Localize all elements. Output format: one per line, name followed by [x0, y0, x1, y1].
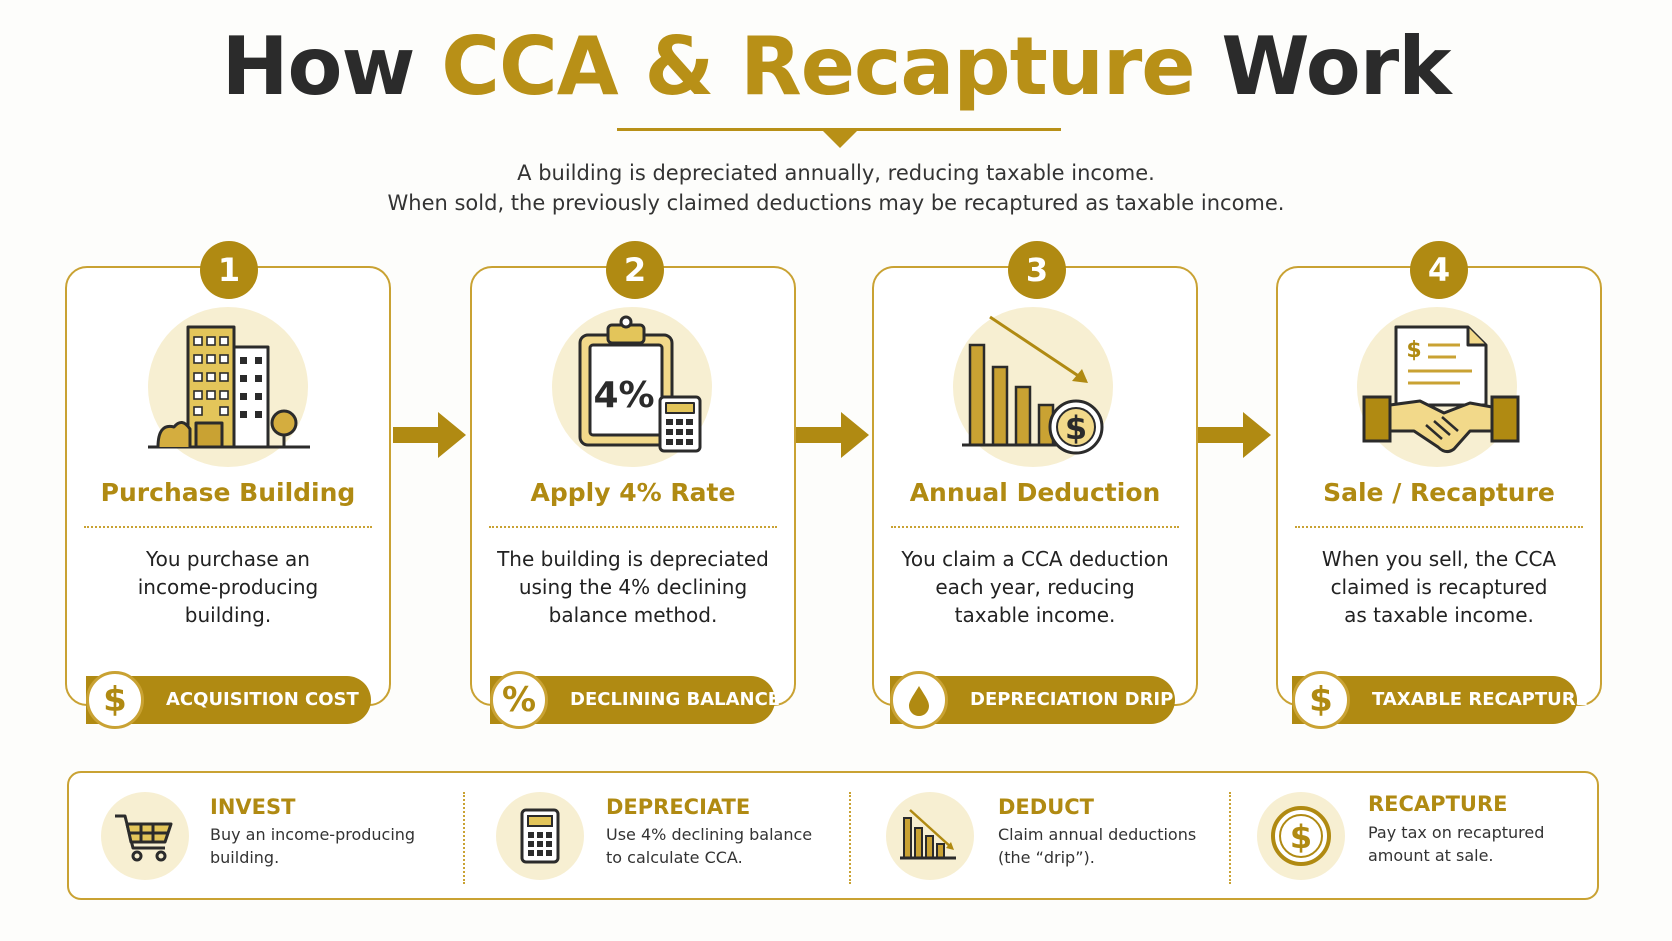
step-desc-line: using the 4% declining: [518, 575, 748, 599]
summary-text-invest: Buy an income-producing building.: [210, 823, 415, 869]
declining-bars-dollar-icon: $: [962, 315, 1104, 455]
summary-text-line: to calculate CCA.: [606, 848, 743, 867]
percent-icon: %: [490, 671, 548, 729]
document-dollar-text: $: [1406, 338, 1421, 363]
subtitle-line-1: A building is depreciated annually, redu…: [517, 161, 1155, 185]
step-desc-2: The building is depreciated using the 4%…: [470, 545, 796, 629]
summary-separator: [463, 792, 465, 884]
title-underline: [617, 128, 1061, 131]
step-desc-line: income-producing: [137, 575, 319, 599]
step-desc-line: each year, reducing: [935, 575, 1135, 599]
clipboard-rate-text: 4%: [593, 375, 654, 416]
subtitle: A building is depreciated annually, redu…: [0, 158, 1672, 218]
step-number-1: 1: [200, 241, 258, 299]
cart-icon: [115, 814, 173, 862]
title-part-how: How: [221, 20, 416, 113]
coin-dollar-text: $: [1065, 409, 1087, 447]
title-part-cca-recapture: CCA & Recapture: [441, 20, 1195, 113]
step-title-1: Purchase Building: [100, 478, 356, 507]
calculator-icon: [520, 808, 560, 864]
step-desc-line: building.: [184, 603, 272, 627]
summary-head-depreciate: DEPRECIATE: [606, 795, 751, 819]
step-divider-3: [891, 526, 1179, 528]
arrow-right-icon: [796, 412, 869, 458]
page-title: How CCA & Recapture Work: [0, 22, 1672, 112]
summary-text-recapture: Pay tax on recaptured amount at sale.: [1368, 821, 1544, 867]
summary-head-invest: INVEST: [210, 795, 296, 819]
step-desc-line: as taxable income.: [1344, 603, 1534, 627]
declining-bars-icon: [900, 809, 956, 860]
dollar-coin-icon: $: [1271, 806, 1331, 866]
step-number-2: 2: [606, 241, 664, 299]
step-desc-line: You purchase an: [146, 547, 310, 571]
summary-separator: [849, 792, 851, 884]
step-desc-3: You claim a CCA deduction each year, red…: [872, 545, 1198, 629]
step-desc-line: balance method.: [548, 603, 718, 627]
clipboard-calculator-icon: 4%: [578, 315, 702, 453]
summary-separator: [1229, 792, 1231, 884]
step-number-3: 3: [1008, 241, 1066, 299]
step-title-2: Apply 4% Rate: [530, 478, 736, 507]
dollar-icon: $: [1292, 671, 1350, 729]
step-desc-1: You purchase an income-producing buildin…: [65, 545, 391, 629]
title-part-work: Work: [1221, 20, 1451, 113]
step-desc-line: The building is depreciated: [497, 547, 769, 571]
summary-text-line: Buy an income-producing: [210, 825, 416, 844]
subtitle-line-2: When sold, the previously claimed deduct…: [387, 191, 1285, 215]
summary-text-line: (the “drip”).: [998, 848, 1095, 867]
building-icon: [148, 325, 310, 449]
summary-text-depreciate: Use 4% declining balance to calculate CC…: [606, 823, 812, 869]
summary-head-deduct: DEDUCT: [998, 795, 1094, 819]
step-divider-4: [1295, 526, 1583, 528]
step-desc-4: When you sell, the CCA claimed is recapt…: [1276, 545, 1602, 629]
step-number-4: 4: [1410, 241, 1468, 299]
step-title-3: Annual Deduction: [909, 478, 1161, 507]
summary-text-line: Pay tax on recaptured: [1368, 823, 1545, 842]
coin-dollar-text: $: [1290, 818, 1312, 856]
arrow-right-icon: [1198, 412, 1271, 458]
arrow-right-icon: [393, 412, 466, 458]
summary-text-line: Use 4% declining balance: [606, 825, 813, 844]
summary-head-recapture: RECAPTURE: [1368, 792, 1508, 816]
step-desc-line: taxable income.: [954, 603, 1116, 627]
summary-text-line: building.: [210, 848, 280, 867]
step-desc-line: When you sell, the CCA: [1321, 547, 1557, 571]
handshake-document-icon: $: [1362, 325, 1520, 454]
step-desc-line: claimed is recaptured: [1330, 575, 1548, 599]
dollar-icon: $: [86, 671, 144, 729]
summary-text-line: Claim annual deductions: [998, 825, 1197, 844]
step-divider-2: [489, 526, 777, 528]
summary-text-line: amount at sale.: [1368, 846, 1494, 865]
drop-icon-svg: [909, 686, 929, 716]
title-notch: [823, 131, 857, 148]
drop-icon: [890, 671, 948, 729]
step-divider-1: [84, 526, 372, 528]
step-title-4: Sale / Recapture: [1323, 478, 1555, 507]
step-desc-line: You claim a CCA deduction: [901, 547, 1169, 571]
summary-text-deduct: Claim annual deductions (the “drip”).: [998, 823, 1196, 869]
